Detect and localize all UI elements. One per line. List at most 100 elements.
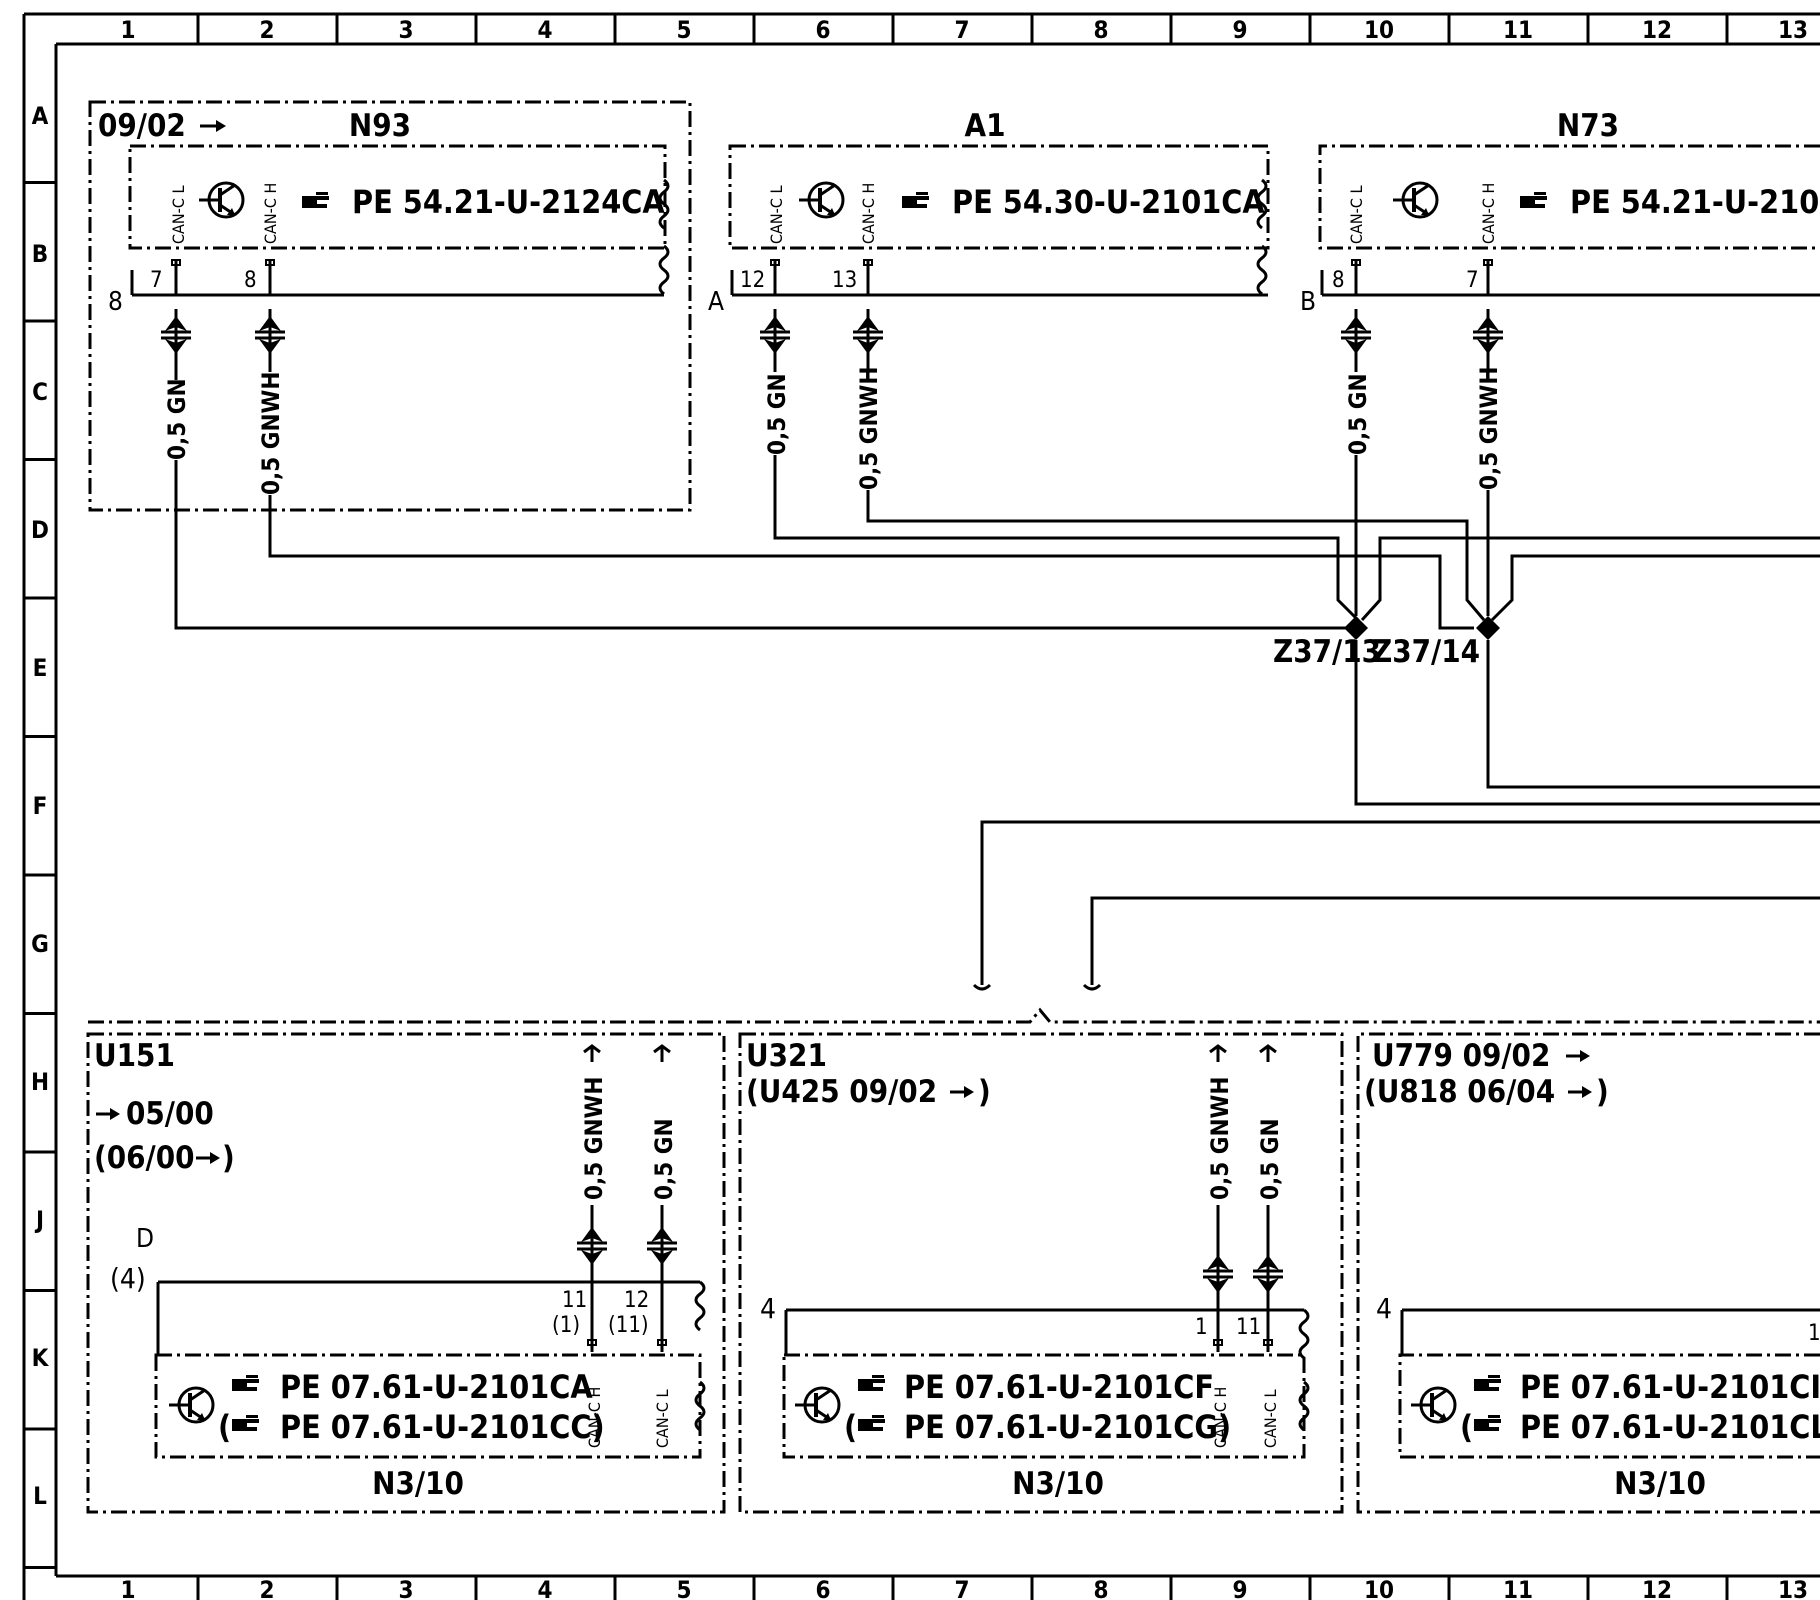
row-label: C xyxy=(32,378,48,406)
module-line: ) xyxy=(978,1074,991,1110)
wire-label: 0,5 GN xyxy=(763,373,791,455)
pin-number: 12 xyxy=(624,1288,649,1313)
component-title: A1 xyxy=(965,108,1006,144)
wire-label: 0,5 GNWH xyxy=(257,372,285,495)
col-label: 1 xyxy=(120,16,135,44)
pin-number: 1 xyxy=(1808,1321,1820,1346)
connector-icon xyxy=(1251,1246,1285,1302)
transistor-icon xyxy=(1409,1386,1457,1424)
wire-label: 0,5 GN xyxy=(1256,1118,1284,1200)
pointing-hand-icon xyxy=(1520,192,1547,208)
component-title: N73 xyxy=(1557,108,1619,144)
module-ref: PE 07.61-U-2101CG) xyxy=(904,1408,1231,1446)
module-line: (U818 06/04 xyxy=(1364,1074,1555,1110)
module-line: 05/00 xyxy=(126,1096,214,1132)
component-n93: 09/02 N93 PE 54.21-U-2124CA CAN-C L CAN-… xyxy=(88,100,692,512)
side-pin: 4 xyxy=(1376,1292,1392,1325)
arrow-right-icon xyxy=(200,120,226,132)
resistor-icon xyxy=(658,244,670,296)
col-label: 13 xyxy=(1778,16,1808,44)
side-pin: B xyxy=(1300,287,1316,317)
col-label: 11 xyxy=(1503,1576,1533,1600)
col-label: 13 xyxy=(1778,1576,1808,1600)
module-line: (U425 09/02 xyxy=(746,1074,937,1110)
resistor-icon xyxy=(694,1280,706,1332)
row-label: E xyxy=(33,654,48,682)
transistor-icon xyxy=(1391,181,1439,219)
col-label: 6 xyxy=(815,1576,830,1600)
col-label: 2 xyxy=(259,1576,274,1600)
module-ref: PE 07.61-U-2101CL) xyxy=(1520,1408,1820,1446)
module-ref: PE 07.61-U-2101CA xyxy=(280,1368,593,1406)
row-label: L xyxy=(33,1482,47,1510)
row-label: H xyxy=(31,1068,49,1096)
pointing-hand-icon xyxy=(858,1375,885,1391)
wire-label: 0,5 GN xyxy=(1344,373,1372,455)
row-label: D xyxy=(31,516,49,544)
pointing-hand-icon xyxy=(232,1415,259,1431)
row-labels: A B C D E F G H J K L xyxy=(31,102,50,1510)
module-line: ) xyxy=(1596,1074,1609,1110)
row-label: B xyxy=(32,240,48,268)
row-label: K xyxy=(32,1344,50,1372)
module-line: U151 xyxy=(94,1038,175,1074)
connector-icon xyxy=(1339,307,1373,363)
component-n73: N73 PE 54.21-U-2104 CAN-C L CAN-C H 8 7 … xyxy=(1300,108,1820,490)
module-line: U779 09/02 xyxy=(1372,1038,1550,1074)
pin-h-label: CAN-C H xyxy=(585,1387,604,1448)
pin-number: 7 xyxy=(1466,268,1479,293)
connector-icon xyxy=(575,1218,609,1274)
connector-icon xyxy=(1201,1246,1235,1302)
col-label: 12 xyxy=(1642,1576,1672,1600)
col-label: 9 xyxy=(1232,1576,1247,1600)
row-label: J xyxy=(34,1206,44,1234)
col-label: 10 xyxy=(1364,16,1394,44)
transistor-icon xyxy=(797,181,845,219)
pin-l-label: CAN-C L xyxy=(1261,1390,1280,1449)
connector-icon xyxy=(758,307,792,363)
wire-label: 0,5 GN xyxy=(650,1118,678,1200)
col-label: 1 xyxy=(120,1576,135,1600)
module-ref: PE 07.61-U-2101CI xyxy=(1520,1368,1820,1406)
connector-icon xyxy=(1212,1338,1224,1354)
connector-icon xyxy=(586,1338,598,1354)
pin-number: 11 xyxy=(562,1288,587,1313)
pin-number: 13 xyxy=(832,268,857,293)
connector-icon xyxy=(1482,258,1494,274)
pin-number: 1 xyxy=(1195,1315,1208,1340)
module-line: ) xyxy=(222,1140,235,1176)
column-labels-top: 1 2 3 4 5 6 7 8 9 10 11 12 13 xyxy=(120,16,1808,44)
pin-number: 8 xyxy=(1332,268,1345,293)
component-ref: PE 54.21-U-2104 xyxy=(1570,183,1820,221)
connector-icon xyxy=(159,307,193,363)
transistor-icon xyxy=(197,181,245,219)
module-u779: U779 09/02 (U818 06/04 ) 4 1 PE 07.61-U-… xyxy=(1356,1032,1820,1514)
connector-icon xyxy=(1350,258,1362,274)
side-pin: D xyxy=(136,1224,154,1254)
wire-label: 0,5 GNWH xyxy=(1206,1077,1234,1200)
component-ref: PE 54.21-U-2124CA xyxy=(352,183,665,221)
pointing-hand-icon xyxy=(1474,1375,1501,1391)
col-label: 2 xyxy=(259,16,274,44)
pointing-hand-icon xyxy=(858,1415,885,1431)
col-label: 4 xyxy=(537,16,552,44)
wire-bundle xyxy=(174,455,1820,991)
connector-icon xyxy=(851,307,885,363)
module-ref: PE 07.61-U-2101CC) xyxy=(280,1408,605,1446)
pin-number: 12 xyxy=(740,268,765,293)
col-label: 3 xyxy=(398,16,413,44)
grid-frame xyxy=(22,12,1820,1600)
transistor-icon xyxy=(167,1386,215,1424)
col-label: 10 xyxy=(1364,1576,1394,1600)
side-pin: 4 xyxy=(760,1292,776,1325)
splice-z37-13: Z37/13 xyxy=(1273,616,1381,670)
side-pin-alt: (4) xyxy=(110,1262,146,1295)
wire-label: 0,5 GNWH xyxy=(1475,367,1503,490)
resistor-icon xyxy=(1298,1308,1310,1360)
component-a1: A1 PE 54.30-U-2101CA CAN-C L CAN-C H 12 … xyxy=(708,108,1270,490)
pin-number-alt: (1) xyxy=(552,1313,580,1338)
component-date: 09/02 xyxy=(98,108,186,144)
pin-l-label: CAN-C L xyxy=(1347,186,1366,245)
module-ref: PE 07.61-U-2101CF xyxy=(904,1368,1214,1406)
transistor-icon xyxy=(793,1386,841,1424)
